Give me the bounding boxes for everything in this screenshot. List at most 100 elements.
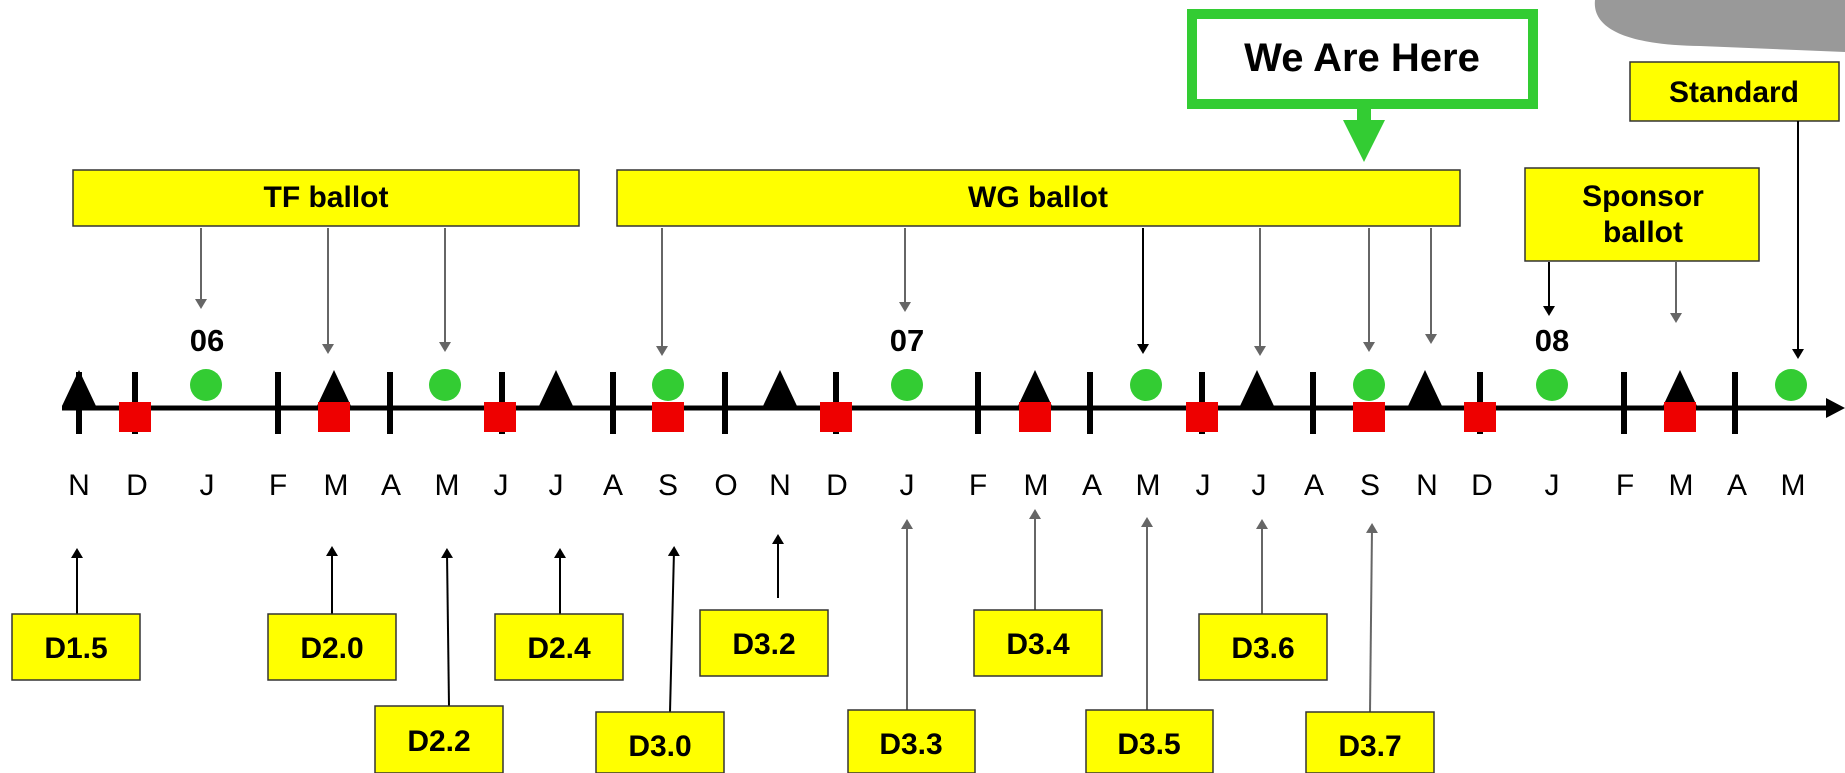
month-label: F — [1616, 469, 1634, 502]
standard-label: Standard — [1669, 76, 1799, 109]
draft-d2-0: D2.0 — [267, 613, 397, 681]
circle-icon — [1775, 369, 1807, 401]
draft-d3-0: D3.0 — [595, 711, 725, 773]
we-are-here-arrow-icon — [1343, 102, 1385, 162]
we-are-here-label: We Are Here — [1244, 36, 1480, 80]
timeline-arrowhead-icon — [1826, 398, 1845, 418]
draft-label: D2.4 — [527, 632, 591, 665]
month-label: D — [126, 469, 148, 502]
month-label: D — [1471, 469, 1493, 502]
triangle-icon — [539, 370, 573, 406]
triangle-icon — [1240, 370, 1274, 406]
triangle-icon — [1408, 370, 1442, 406]
draft-arrow — [667, 546, 680, 713]
triangle-icon — [763, 370, 797, 406]
square-icon — [820, 402, 852, 432]
month-label: J — [1196, 469, 1211, 502]
month-label: M — [1024, 469, 1049, 502]
square-icon — [1664, 402, 1696, 432]
draft-label: D3.6 — [1231, 632, 1294, 665]
triangle-icon — [62, 370, 96, 406]
triangle-icon — [1663, 370, 1697, 406]
square-icon — [1186, 402, 1218, 432]
square-icon — [1353, 402, 1385, 432]
month-labels: N D J F M A M J J A S O N D J F M A M J … — [68, 469, 1805, 502]
month-label: F — [269, 469, 287, 502]
month-label: N — [769, 469, 791, 502]
month-label: J — [900, 469, 915, 502]
circle-icon — [891, 369, 923, 401]
square-icon — [1464, 402, 1496, 432]
triangle-icon — [317, 370, 351, 406]
year-label: 06 — [190, 323, 224, 358]
standard-box — [1629, 61, 1840, 122]
wg-ballot-label: WG ballot — [968, 181, 1108, 214]
month-label: O — [714, 469, 737, 502]
month-label: J — [1252, 469, 1267, 502]
draft-arrow — [441, 548, 454, 707]
month-label: A — [1082, 469, 1102, 502]
draft-d3-5: D3.5 — [1085, 709, 1214, 773]
month-label: J — [549, 469, 564, 502]
year-label: 08 — [1535, 323, 1569, 358]
month-label: M — [1781, 469, 1806, 502]
sponsor-ballot-box — [1524, 167, 1760, 262]
year-label: 07 — [890, 323, 924, 358]
sponsor-ballot-label-line1: Sponsor — [1582, 180, 1704, 213]
circle-icon — [1130, 369, 1162, 401]
triangle-icon — [1018, 370, 1052, 406]
month-label: N — [68, 469, 90, 502]
month-label: M — [1136, 469, 1161, 502]
month-label: F — [969, 469, 987, 502]
circle-icon — [429, 369, 461, 401]
month-label: A — [1727, 469, 1747, 502]
draft-arrow — [1365, 523, 1378, 713]
circle-icon — [190, 369, 222, 401]
square-icon — [652, 402, 684, 432]
draft-d2-2: D2.2 — [374, 705, 504, 773]
month-label: N — [1416, 469, 1438, 502]
month-label: A — [1304, 469, 1324, 502]
circle-icon — [652, 369, 684, 401]
month-label: J — [494, 469, 509, 502]
square-icon — [119, 402, 151, 432]
tf-ballot-label: TF ballot — [264, 181, 389, 214]
draft-d3-7: D3.7 — [1305, 711, 1435, 773]
square-markers — [119, 402, 1696, 432]
draft-label: D3.5 — [1117, 728, 1180, 761]
draft-label: D1.5 — [44, 632, 107, 665]
circle-markers — [190, 369, 1807, 401]
month-label: S — [658, 469, 678, 502]
month-label: A — [381, 469, 401, 502]
draft-label: D2.0 — [300, 632, 363, 665]
triangle-markers — [62, 370, 1697, 406]
draft-label: D3.2 — [732, 628, 795, 661]
month-label: M — [324, 469, 349, 502]
circle-icon — [1353, 369, 1385, 401]
month-label: J — [200, 469, 215, 502]
month-label: D — [826, 469, 848, 502]
draft-label: D3.0 — [628, 730, 691, 763]
square-icon — [484, 402, 516, 432]
draft-label: D2.2 — [407, 725, 470, 758]
draft-d3-6: D3.6 — [1198, 613, 1328, 681]
draft-d3-4: D3.4 — [973, 609, 1103, 677]
draft-d2-4: D2.4 — [494, 613, 624, 681]
draft-label: D3.3 — [879, 728, 942, 761]
sponsor-ballot-label-line2: ballot — [1603, 216, 1683, 249]
month-label: A — [603, 469, 623, 502]
square-icon — [318, 402, 350, 432]
cloud-shape — [1594, 0, 1845, 52]
wg-ballot-box — [616, 169, 1461, 227]
month-label: M — [1669, 469, 1694, 502]
month-label: S — [1360, 469, 1380, 502]
square-icon — [1019, 402, 1051, 432]
draft-label: D3.7 — [1338, 730, 1401, 763]
draft-d1-5: D1.5 — [11, 613, 141, 681]
circle-icon — [1536, 369, 1568, 401]
draft-d3-3: D3.3 — [847, 709, 976, 773]
draft-label: D3.4 — [1006, 628, 1070, 661]
month-label: M — [435, 469, 460, 502]
month-label: J — [1545, 469, 1560, 502]
